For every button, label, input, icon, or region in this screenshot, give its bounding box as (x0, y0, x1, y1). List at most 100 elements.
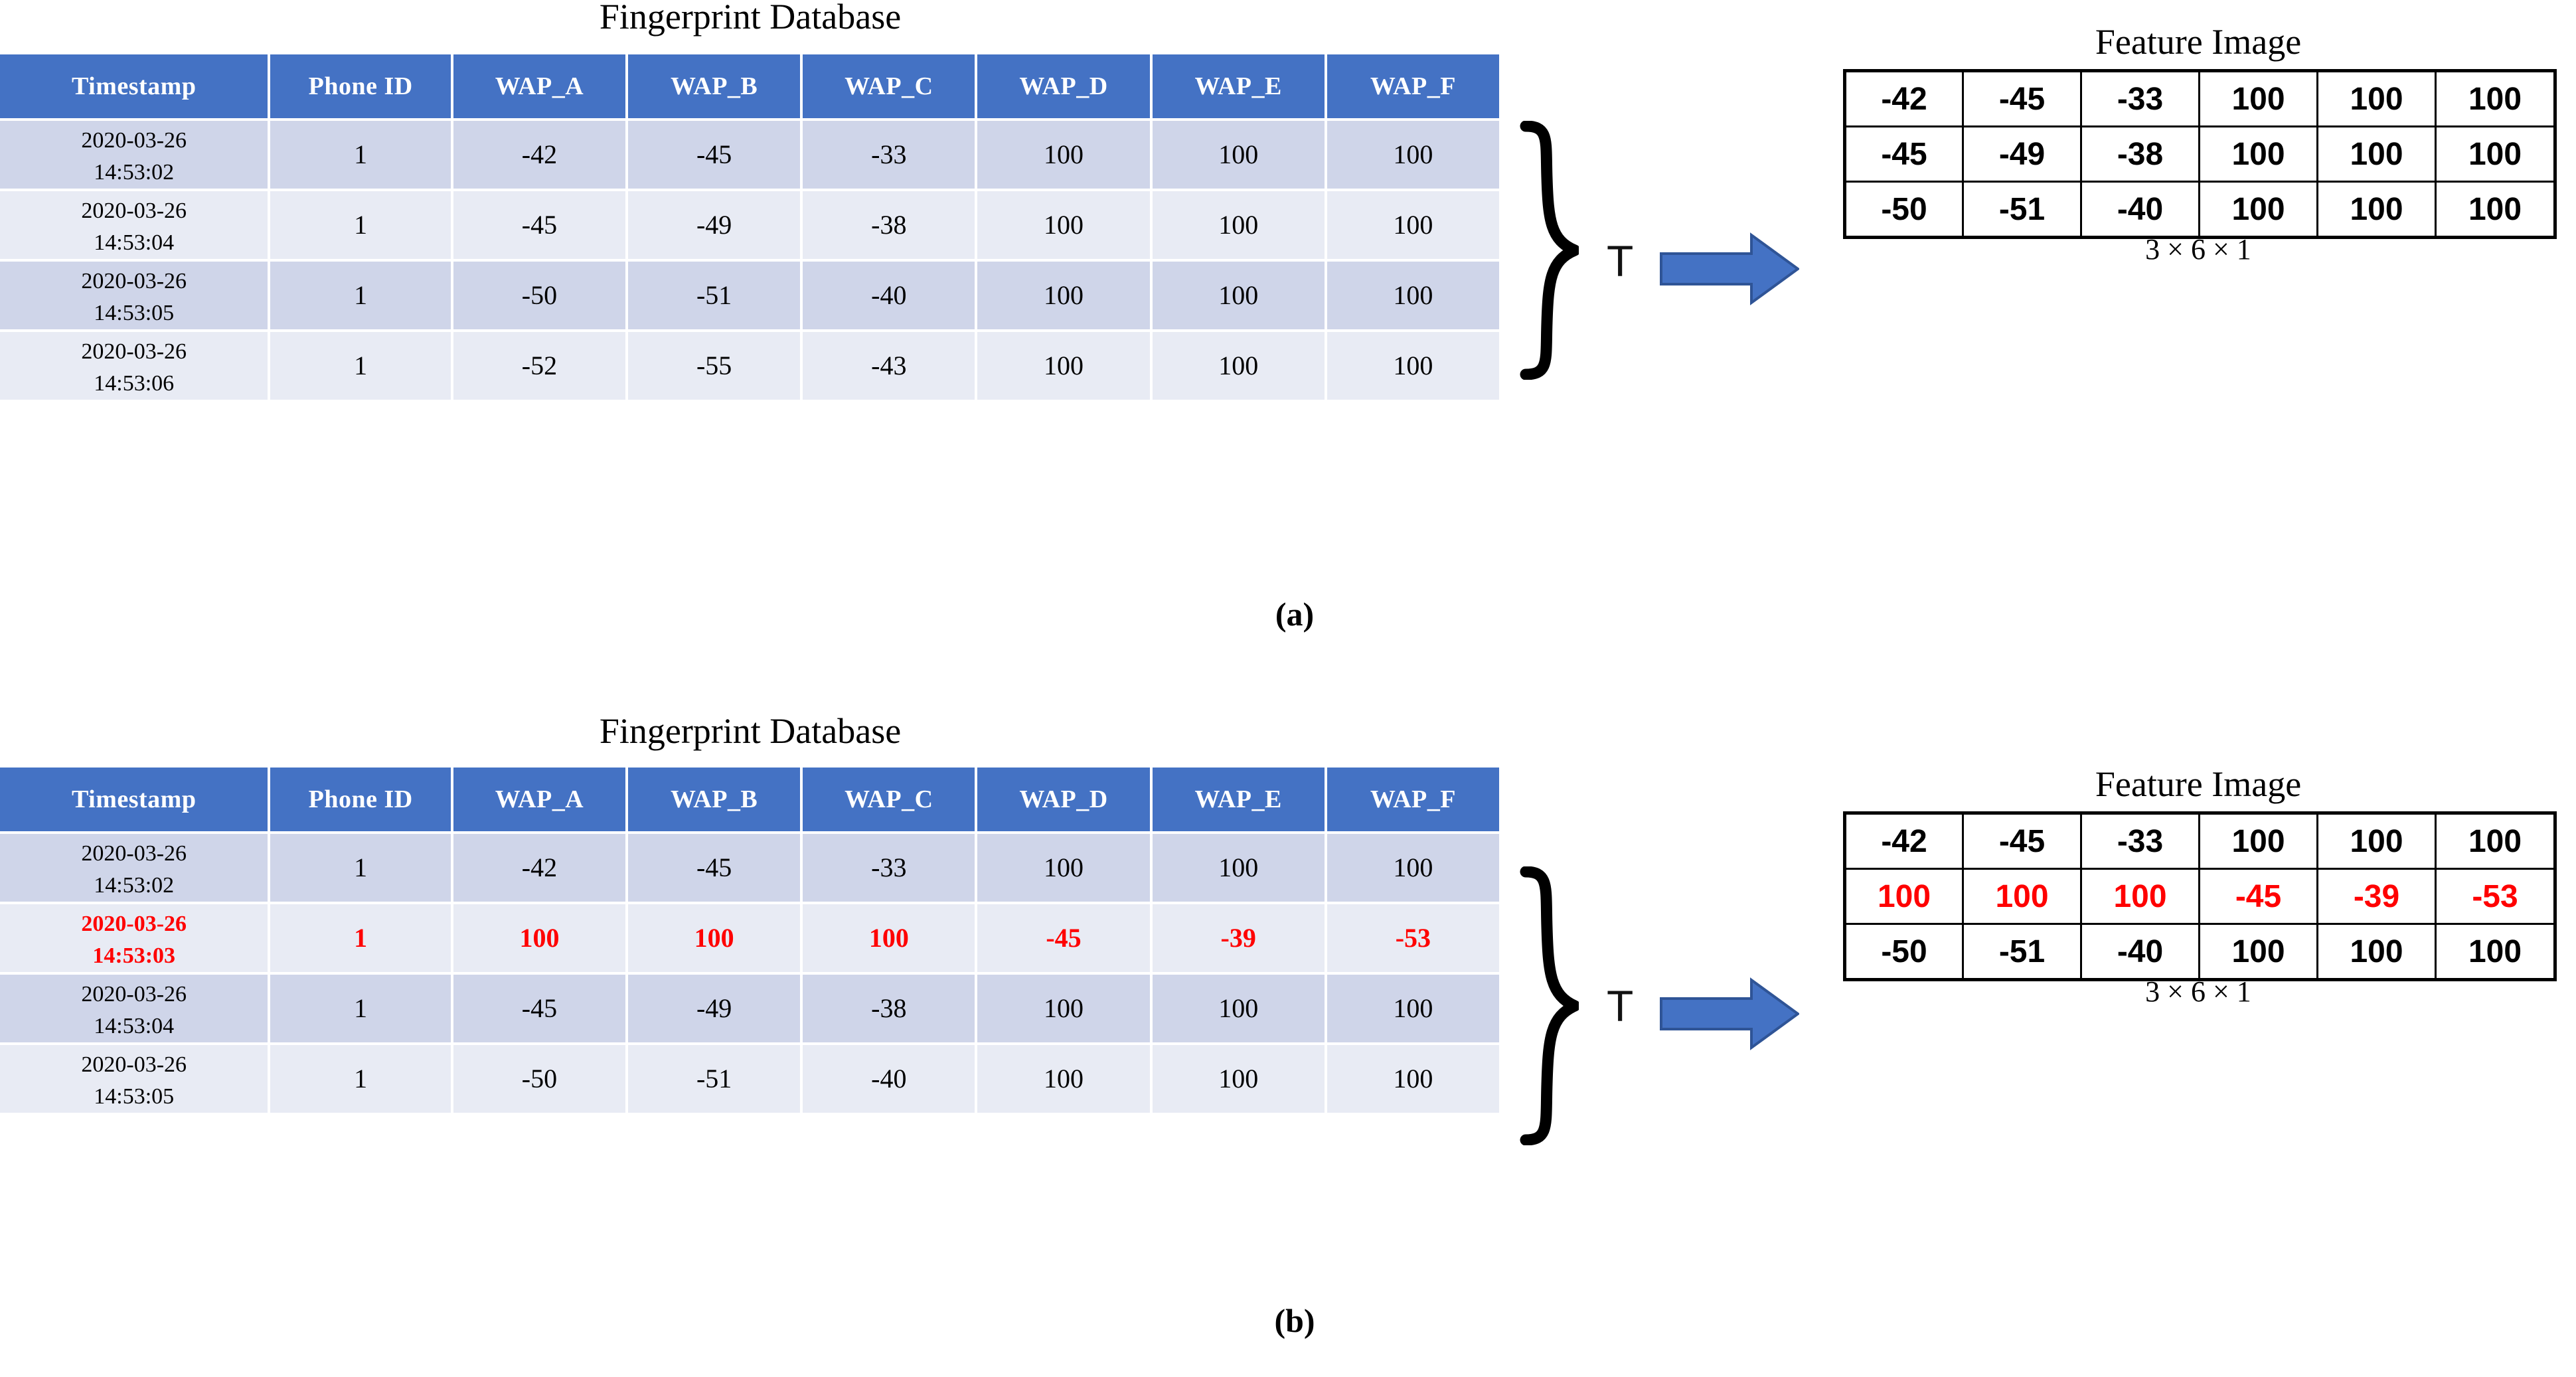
table-cell: -52 (453, 332, 626, 400)
feature-image-cell: 100 (2316, 812, 2437, 870)
timestamp-value: 2020-03-26 14:53:06 (81, 339, 187, 396)
database-title-a: Fingerprint Database (599, 0, 902, 37)
table-cell: -40 (803, 262, 975, 329)
table-cell: -40 (803, 1045, 975, 1113)
table-cell: -45 (628, 121, 801, 189)
table-cell: 100 (803, 904, 975, 972)
table-cell: 100 (1327, 332, 1499, 400)
column-header-timestamp: Timestamp (0, 54, 268, 118)
table-cell: 100 (1152, 1045, 1325, 1113)
transpose-label-a: T (1607, 236, 1634, 285)
table-cell: -42 (453, 121, 626, 189)
table-cell: -50 (453, 1045, 626, 1113)
table-cell: -55 (628, 332, 801, 400)
feature-image-cell: -50 (1844, 181, 1964, 238)
table-cell: 1 (270, 834, 451, 902)
feature-image-cell: 100 (2316, 125, 2437, 183)
table-cell: 100 (1327, 121, 1499, 189)
table-cell: 100 (453, 904, 626, 972)
table-cell: 100 (1327, 834, 1499, 902)
table-cell: 100 (628, 904, 801, 972)
feature-image-cell: 100 (2435, 125, 2556, 183)
brace-icon (1519, 121, 1579, 380)
table-cell: 100 (977, 262, 1150, 329)
table-cell: -39 (1152, 904, 1325, 972)
table-cell: 2020-03-26 14:53:02 (0, 834, 268, 902)
column-header-wap-b: WAP_B (628, 54, 801, 118)
subfigure-caption-b-text: (b) (1274, 1302, 1315, 1339)
feature-image-cell: -40 (2080, 923, 2200, 981)
column-header-wap-c: WAP_C (803, 768, 975, 831)
column-header-phone-id: Phone ID (270, 768, 451, 831)
feature-image-cell: -45 (1844, 125, 1964, 183)
table-cell: 2020-03-26 14:53:04 (0, 975, 268, 1042)
timestamp-value: 2020-03-26 14:53:05 (81, 1052, 187, 1109)
table-cell: 2020-03-26 14:53:02 (0, 121, 268, 189)
feature-image-title-a: Feature Image (2095, 22, 2302, 62)
table-cell: -50 (453, 262, 626, 329)
feature-image-dims-a: 3 × 6 × 1 (2145, 233, 2251, 266)
column-header-phone-id: Phone ID (270, 54, 451, 118)
feature-image-cell: 100 (2316, 923, 2437, 981)
feature-image-cell: -51 (1962, 923, 2082, 981)
table-cell: -38 (803, 191, 975, 259)
feature-image-cell: 100 (2198, 70, 2318, 127)
table-cell: 100 (977, 332, 1150, 400)
table-cell: -45 (453, 191, 626, 259)
feature-image-cell: -49 (1962, 125, 2082, 183)
transpose-label-b: T (1607, 981, 1634, 1030)
timestamp-value: 2020-03-26 14:53:02 (81, 841, 187, 898)
feature-image-cell: 100 (2435, 923, 2556, 981)
subfigure-caption-a-text: (a) (1275, 596, 1315, 633)
feature-image-cell: 100 (2435, 70, 2556, 127)
table-cell: 2020-03-26 14:53:04 (0, 191, 268, 259)
feature-image-cell: 100 (2316, 70, 2437, 127)
feature-image-cell: -38 (2080, 125, 2200, 183)
feature-image-cell: -51 (1962, 181, 2082, 238)
timestamp-value: 2020-03-26 14:53:05 (81, 268, 187, 326)
table-cell: 100 (977, 1045, 1150, 1113)
table-cell: -53 (1327, 904, 1499, 972)
table-cell: 100 (977, 975, 1150, 1042)
feature-image-cell: 100 (2316, 181, 2437, 238)
feature-image-dims-b: 3 × 6 × 1 (2145, 975, 2251, 1008)
table-cell: -45 (977, 904, 1150, 972)
column-header-wap-c: WAP_C (803, 54, 975, 118)
feature-image-cell: 100 (2435, 181, 2556, 238)
feature-image-cell: -33 (2080, 70, 2200, 127)
timestamp-value: 2020-03-26 14:53:04 (81, 198, 187, 256)
feature-image-cell: 100 (2198, 181, 2318, 238)
table-cell: 100 (977, 834, 1150, 902)
feature-image-title-b: Feature Image (2095, 764, 2302, 804)
table-cell: 100 (1152, 121, 1325, 189)
table-cell: -45 (628, 834, 801, 902)
table-cell: 1 (270, 975, 451, 1042)
table-cell: 1 (270, 1045, 451, 1113)
subfigure-caption-a: (a) (1129, 595, 1461, 633)
column-header-wap-b: WAP_B (628, 768, 801, 831)
table-cell: 100 (1152, 975, 1325, 1042)
timestamp-value: 2020-03-26 14:53:02 (81, 127, 187, 185)
table-cell: 2020-03-26 14:53:06 (0, 332, 268, 400)
feature-image-cell: -42 (1844, 70, 1964, 127)
table-cell: -33 (803, 121, 975, 189)
table-cell: -33 (803, 834, 975, 902)
table-cell: 100 (977, 121, 1150, 189)
table-cell: 2020-03-26 14:53:05 (0, 262, 268, 329)
column-header-timestamp: Timestamp (0, 768, 268, 831)
brace-icon (1519, 866, 1579, 1145)
table-cell: 1 (270, 904, 451, 972)
table-cell: 100 (1327, 975, 1499, 1042)
